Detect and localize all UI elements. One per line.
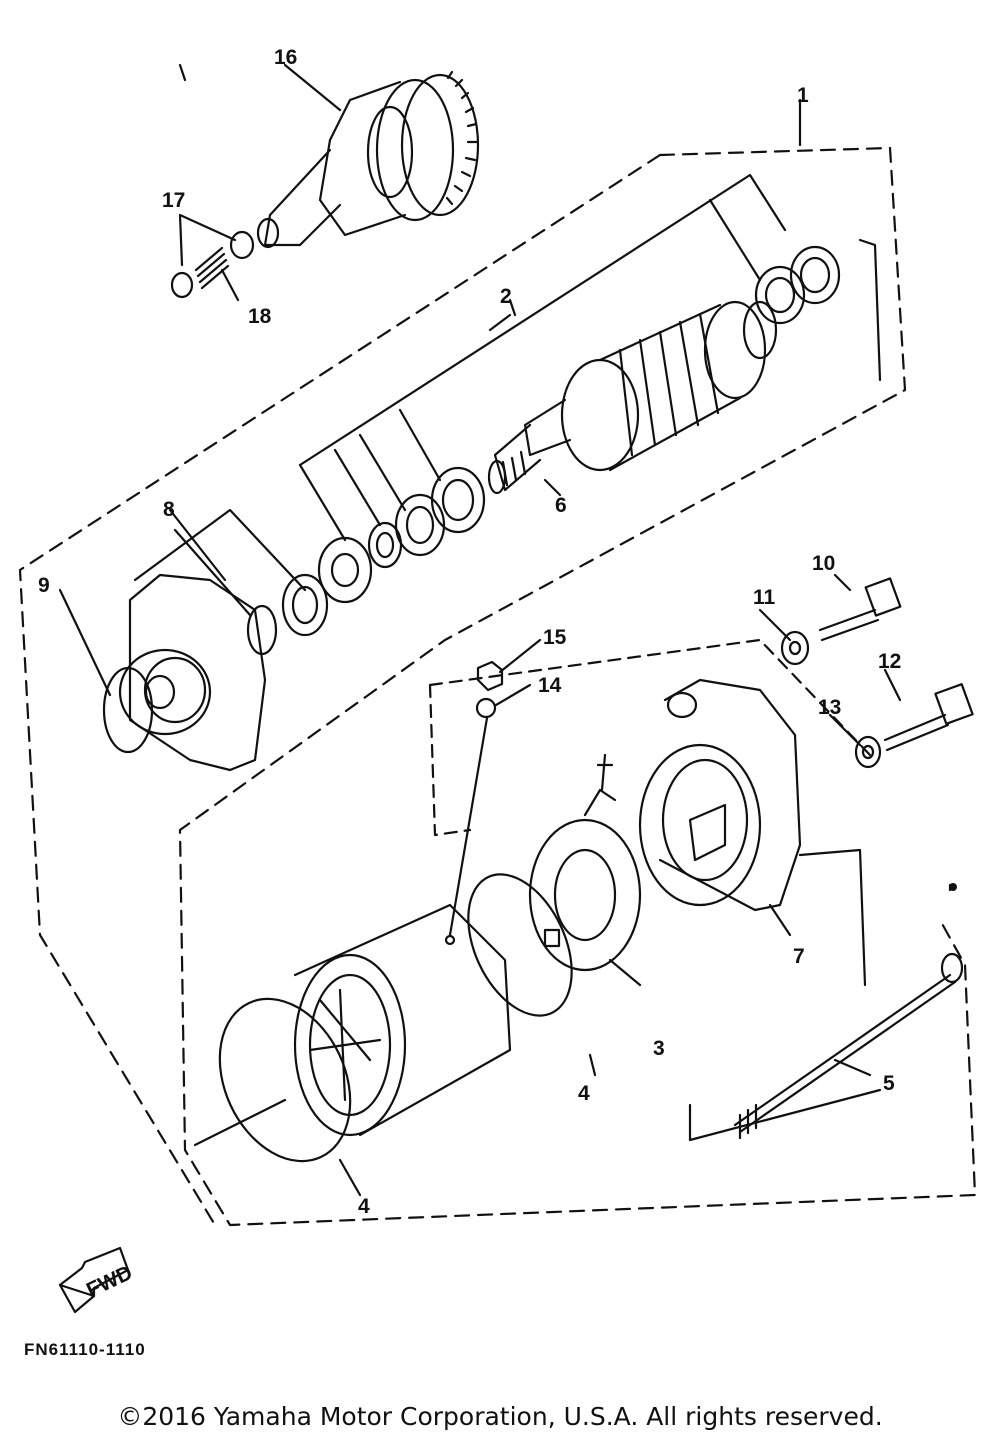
- callout-14: 14: [538, 674, 562, 697]
- callout-9: 9: [38, 574, 50, 597]
- callout-12: 12: [878, 650, 901, 673]
- callout-2: 2: [500, 285, 512, 308]
- callout-11: 11: [753, 586, 776, 609]
- callout-dot: [949, 883, 957, 891]
- callout-1: 1: [797, 84, 809, 107]
- callout-5: 5: [883, 1072, 895, 1095]
- assembly-boundary: [18, 146, 977, 1227]
- callout-4-outer: 4: [358, 1195, 370, 1218]
- callout-4-inner: 4: [578, 1082, 590, 1105]
- starter-clutch: [256, 70, 480, 249]
- callout-7: 7: [793, 945, 805, 968]
- armature: [487, 300, 778, 495]
- callout-3: 3: [653, 1037, 665, 1060]
- callout-17: 17: [162, 189, 185, 212]
- callout-13: 13: [818, 696, 841, 719]
- callout-16: 16: [274, 46, 297, 69]
- callout-15: 15: [543, 626, 567, 649]
- diagram-code: FN61110-1110: [24, 1340, 146, 1359]
- callout-10: 10: [812, 552, 835, 575]
- fwd-arrow-shape: [58, 1246, 130, 1298]
- copyright-text: ©2016 Yamaha Motor Corporation, U.S.A. A…: [117, 1402, 883, 1431]
- yoke: [293, 903, 512, 1137]
- callout-8: 8: [163, 498, 175, 521]
- inner-boundary: [428, 638, 872, 837]
- front-cover: [118, 573, 267, 772]
- callout-6: 6: [555, 494, 567, 517]
- brush-holder: [528, 753, 642, 972]
- fwd-label: FWD: [83, 1261, 136, 1302]
- callout-18: 18: [248, 305, 272, 328]
- rear-cover: [638, 678, 802, 912]
